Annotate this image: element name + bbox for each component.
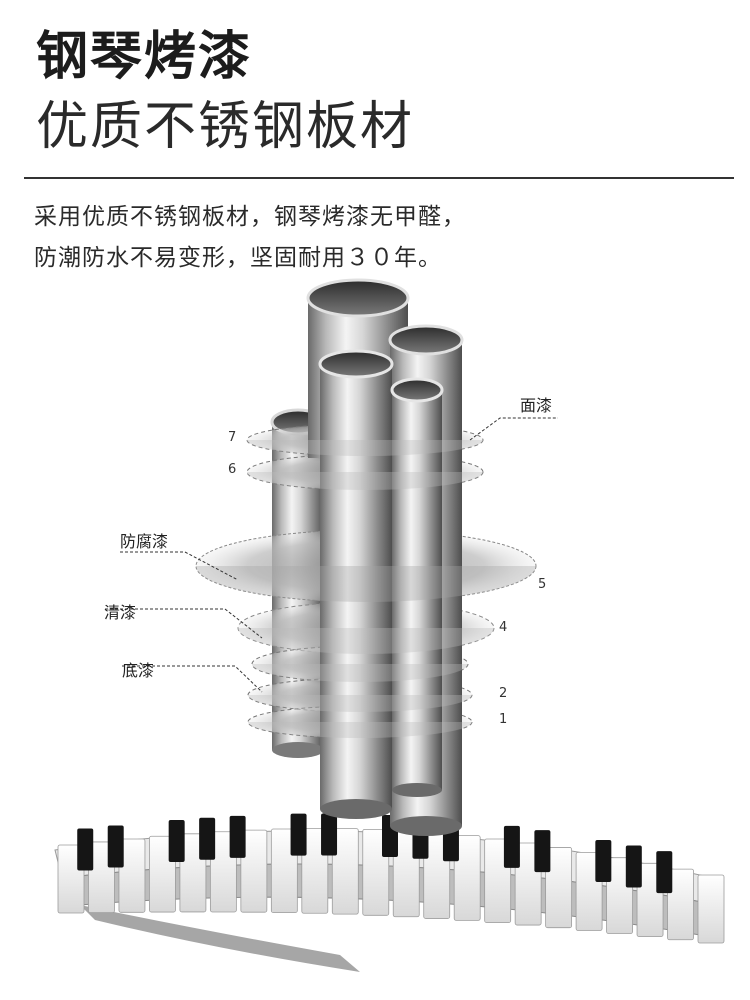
- piano-white-key: [667, 868, 694, 941]
- layer-number-1: 1: [499, 712, 508, 727]
- layer-number-5: 5: [538, 577, 547, 592]
- piano-black-key: [595, 840, 612, 882]
- piano-black-key: [290, 813, 307, 856]
- layer-number-7: 7: [228, 430, 237, 445]
- coating-layer-front-overlay: [196, 440, 536, 738]
- page-subtitle: 优质不锈钢板材: [36, 97, 415, 157]
- piano-white-key: [331, 828, 359, 915]
- piano-white-key: [240, 829, 268, 913]
- layer-number-2: 2: [499, 686, 508, 701]
- description-line-1: 采用优质不锈钢板材，钢琴烤漆无甲醛，: [34, 204, 466, 230]
- layer-number-6: 6: [228, 462, 237, 477]
- piano-black-key: [503, 825, 520, 868]
- piano-white-key: [697, 874, 725, 944]
- page-title: 钢琴烤漆: [36, 27, 253, 87]
- layer-label-anticorrosion: 防腐漆: [120, 532, 169, 551]
- layer-label-face: 面漆: [520, 396, 553, 415]
- piano-black-key: [625, 845, 642, 888]
- steel-tube-front: [390, 377, 444, 797]
- steel-tube-center: [318, 349, 394, 819]
- piano-white-key: [453, 835, 481, 921]
- description-line-2: 防潮防水不易变形，坚固耐用３０年。: [34, 245, 442, 271]
- piano-black-key: [534, 830, 551, 873]
- piano-black-key: [107, 825, 124, 868]
- piano-black-key: [229, 815, 246, 858]
- piano-white-key: [545, 847, 573, 929]
- piano-keyboard-graphic: [54, 813, 725, 972]
- layer-label-base: 底漆: [122, 661, 155, 680]
- layer-number-4: 4: [499, 620, 508, 635]
- piano-white-key: [118, 838, 146, 913]
- piano-black-key: [168, 820, 185, 862]
- piano-black-key: [199, 817, 216, 860]
- title-divider: [24, 177, 734, 179]
- label-leader-lines: [105, 417, 558, 693]
- piano-black-key: [656, 851, 673, 894]
- piano-black-key: [321, 813, 338, 856]
- piano-black-key: [77, 828, 94, 871]
- layer-label-clear: 清漆: [104, 603, 137, 622]
